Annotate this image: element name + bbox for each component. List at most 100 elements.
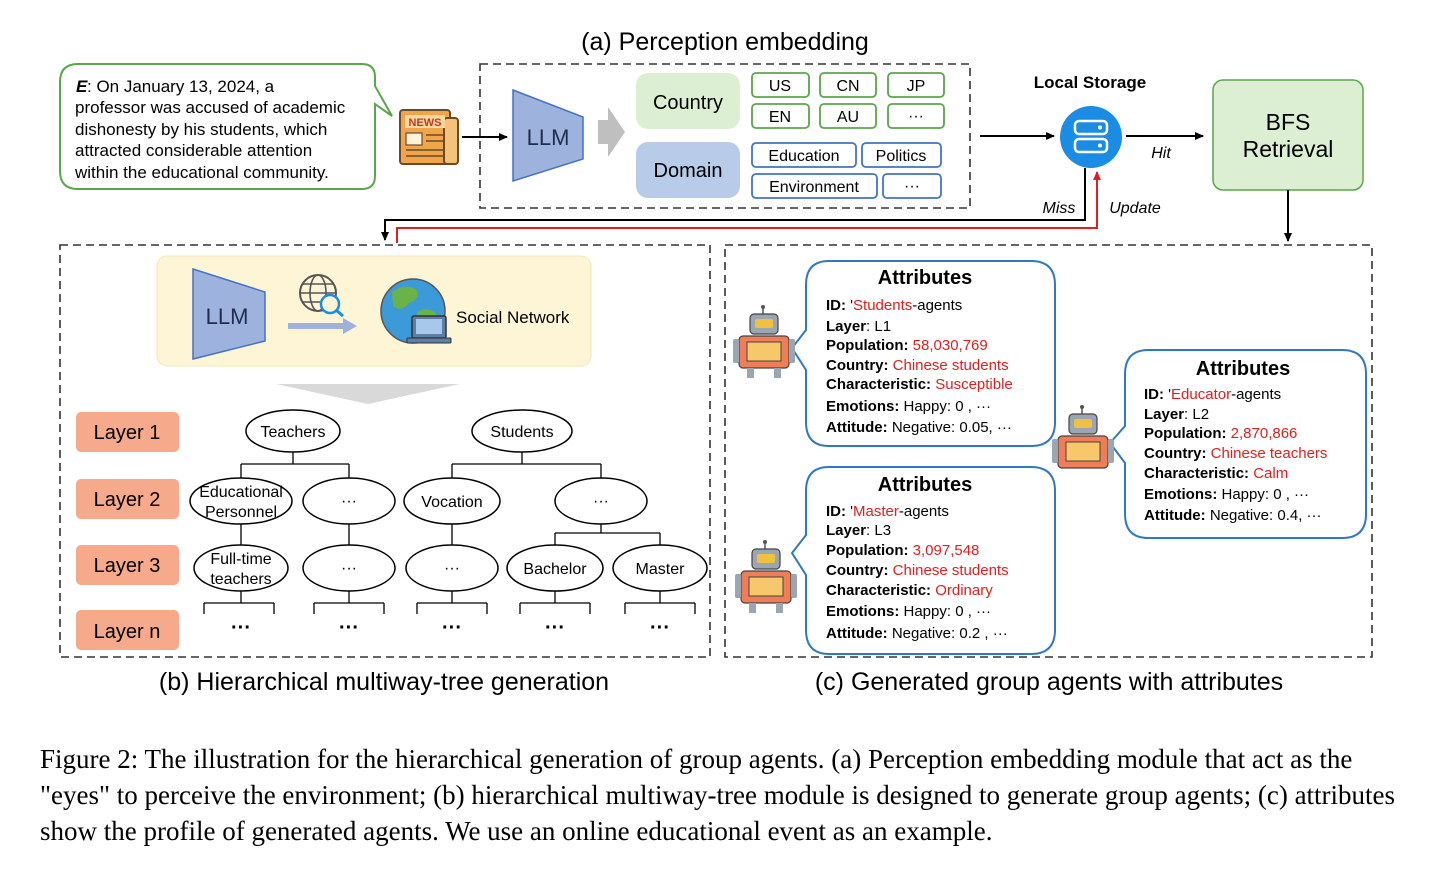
country-box (636, 73, 740, 129)
leaf-dots-item: ··· (545, 617, 565, 639)
layer-label: Layer 1 (94, 422, 161, 444)
node-vocation-label: Vocation (421, 494, 482, 511)
robot-icon (735, 540, 797, 613)
node-vocation (403, 477, 501, 525)
domain-tags: Education Politics Environment ··· (751, 142, 942, 199)
leaf-dots: ··· ··· ··· ··· ··· (231, 617, 670, 639)
llm-block-a (512, 88, 584, 183)
node-bachelor-label: Bachelor (523, 561, 587, 578)
card-row: Layer: L3 (826, 522, 891, 539)
llm-label-b: LLM (206, 304, 249, 329)
card-row: ID: 'Students-agents (826, 297, 962, 314)
leaf-dots-item: ··· (442, 617, 462, 639)
node-bachelor (506, 544, 604, 592)
node-ellipsis (554, 477, 648, 525)
event-text-line-4: attracted considerable attention (75, 141, 312, 160)
card-row: Attitude: Negative: 0.05, ··· (826, 419, 1012, 436)
country-tag: EN (769, 109, 791, 126)
node-full-time-teachers (193, 544, 289, 592)
domain-box (636, 142, 740, 198)
node-ellipsis-label: ··· (341, 560, 357, 577)
leaf-dots-item: ··· (231, 617, 251, 639)
country-tag: CN (836, 78, 859, 95)
hit-label: Hit (1151, 145, 1171, 162)
card-row: Population: 2,870,866 (1144, 425, 1297, 442)
card-row: Emotions: Happy: 0 , ··· (1144, 486, 1309, 503)
card-row: Country: Chinese students (826, 562, 1009, 579)
llm-block-b (192, 267, 266, 360)
event-text-line-1: : On January 13, 2024, a (87, 77, 275, 96)
section-c-title: (c) Generated group agents with attribut… (815, 668, 1283, 696)
update-arrow (396, 171, 1101, 243)
layer-label: Layer 2 (94, 489, 161, 511)
card-heading: Attributes (878, 267, 972, 289)
tree-edges (203, 452, 696, 614)
leaf-dots-item: ··· (650, 617, 670, 639)
node-ellipsis-label: ··· (593, 493, 609, 510)
event-bubble: E : On January 13, 2024, a professor was… (59, 63, 393, 190)
social-network-icon (380, 278, 452, 344)
node-ellipsis-label: ··· (341, 493, 357, 510)
bfs-label-line-2: Retrieval (1243, 136, 1334, 162)
node-educational-label-1: Educational (199, 484, 283, 501)
event-text-line-5: within the educational community. (74, 163, 329, 182)
domain-label: Domain (654, 160, 723, 182)
node-fulltime-label-1: Full-time (210, 551, 271, 568)
card-row: Attitude: Negative: 0.2 , ··· (826, 625, 1008, 642)
card-row: Attitude: Negative: 0.4, ··· (1144, 507, 1322, 524)
leaf-dots-item: ··· (339, 617, 359, 639)
country-tag: JP (907, 78, 926, 95)
node-teachers (245, 409, 341, 453)
attributes-card-students: Attributes ID: 'Students-agents Layer: L… (790, 260, 1056, 447)
robot-icon (1052, 405, 1114, 469)
storage-label: Local Storage (1034, 73, 1146, 92)
llm-label-a: LLM (527, 125, 570, 150)
event-text-line-2: professor was accused of academic (75, 98, 346, 117)
llm-to-social-arrowhead (343, 318, 357, 334)
diagram-canvas: (a) Perception embedding E : On January … (59, 28, 1373, 696)
node-ellipsis (302, 544, 396, 592)
domain-tag: Education (768, 148, 839, 165)
node-master-label: Master (636, 561, 686, 578)
database-icon (1060, 106, 1122, 168)
country-tag: ··· (908, 108, 924, 125)
node-fulltime-label-2: teachers (210, 571, 271, 588)
card-row: Emotions: Happy: 0 , ··· (826, 603, 991, 620)
node-ellipsis (405, 544, 499, 592)
country-tag: US (769, 78, 791, 95)
robot-icon (733, 305, 795, 378)
card-row: ID: 'Educator-agents (1144, 386, 1281, 403)
node-educational-personnel (189, 477, 293, 525)
node-students-label: Students (490, 424, 553, 441)
update-label: Update (1109, 200, 1161, 217)
card-row: Characteristic: Calm (1144, 465, 1288, 482)
newspaper-icon: NEWS (399, 109, 459, 165)
down-arrow-shape (276, 384, 460, 404)
layer-label: Layer n (94, 621, 161, 643)
layer-label: Layer 3 (94, 555, 161, 577)
section-b-title: (b) Hierarchical multiway-tree generatio… (159, 668, 609, 696)
layer-labels: Layer 1 Layer 2 Layer 3 Layer n (76, 412, 179, 650)
bfs-label-line-1: BFS (1266, 109, 1311, 135)
globe-search-icon (299, 274, 344, 318)
domain-tag: Politics (876, 148, 927, 165)
country-tags: US CN JP EN AU ··· (751, 72, 945, 129)
agents-box (724, 244, 1373, 658)
card-row: Population: 3,097,548 (826, 542, 979, 559)
domain-tag: ··· (904, 178, 920, 195)
card-heading: Attributes (1196, 358, 1290, 380)
llm-output-arrow (598, 107, 625, 157)
card-row: ID: 'Master-agents (826, 503, 949, 520)
node-master (612, 544, 708, 592)
section-a-title: (a) Perception embedding (581, 28, 869, 56)
card-row: Characteristic: Ordinary (826, 582, 993, 599)
event-label: E (76, 77, 88, 96)
card-row: Country: Chinese students (826, 357, 1009, 374)
node-students (471, 409, 573, 453)
node-teachers-label: Teachers (261, 424, 326, 441)
country-tag: AU (837, 109, 859, 126)
domain-tag: Environment (769, 179, 859, 196)
tree-box (59, 244, 711, 658)
card-row: Characteristic: Susceptible (826, 376, 1013, 393)
